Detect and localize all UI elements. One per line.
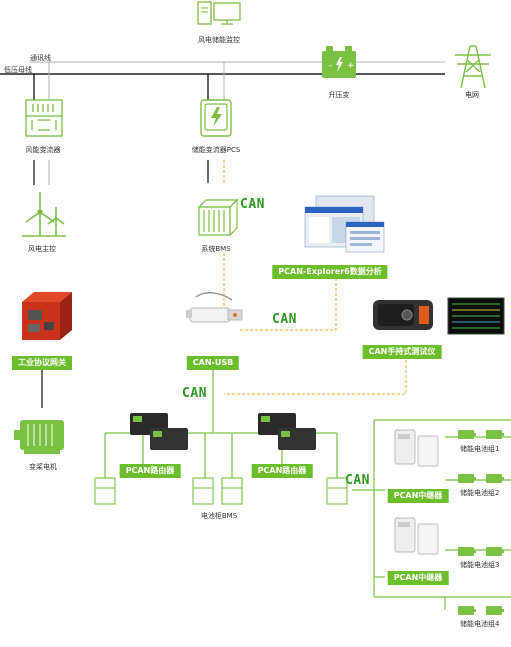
can-tag-bus: CAN bbox=[182, 386, 207, 401]
wind-monitor-label: 风电储能监控 bbox=[198, 36, 240, 44]
grid-label: 电网 bbox=[465, 91, 479, 99]
svg-text:-: - bbox=[329, 61, 332, 71]
battery-group-3-label: 储能电池组3 bbox=[460, 561, 500, 569]
pcs-icon bbox=[200, 62, 232, 137]
explorer-badge: PCAN-Explorer6数据分析 bbox=[272, 265, 388, 279]
lv-bus-label: 低压母线 bbox=[4, 66, 32, 74]
repeater-1-badge: PCAN中继器 bbox=[387, 489, 449, 503]
grid-tower-icon bbox=[455, 45, 491, 89]
comm-line-label: 通讯线 bbox=[30, 54, 51, 62]
repeater-icon bbox=[394, 429, 439, 555]
bms-box-icon bbox=[94, 477, 348, 505]
router-icon bbox=[130, 413, 316, 450]
gateway-badge: 工业协议网关 bbox=[12, 356, 72, 370]
can-tag-usb: CAN bbox=[272, 312, 297, 327]
wind-converter-icon bbox=[25, 62, 63, 137]
handheld-badge: CAN手持式测试仪 bbox=[362, 345, 442, 359]
motor-label: 变桨电机 bbox=[29, 463, 57, 471]
handheld-tester-icon bbox=[373, 297, 505, 335]
battery-icon bbox=[458, 430, 504, 615]
battery-group-4-label: 储能电池组4 bbox=[460, 620, 500, 628]
wind-converter-label: 风能变流器 bbox=[25, 146, 61, 154]
can-usb-badge: CAN-USB bbox=[186, 356, 240, 370]
monitor-icon bbox=[197, 1, 241, 25]
can-usb-icon bbox=[186, 292, 243, 323]
wind-master-label: 风电主控 bbox=[28, 245, 56, 253]
explorer-software-icon bbox=[304, 195, 385, 253]
motor-icon bbox=[14, 420, 64, 454]
boost-transformer-icon: - + bbox=[322, 46, 356, 78]
can-tag-bms: CAN bbox=[240, 197, 265, 212]
system-bms-icon bbox=[197, 198, 239, 237]
wind-turbine-icon bbox=[22, 192, 66, 237]
battery-group-2-label: 储能电池组2 bbox=[460, 489, 500, 497]
system-bms-label: 系统BMS bbox=[201, 245, 231, 253]
can-tag-repeater: CAN bbox=[345, 473, 370, 488]
gateway-device-icon bbox=[22, 292, 72, 340]
boost-transformer-label: 升压变 bbox=[328, 91, 350, 99]
cabinet-bms-label: 电池柜BMS bbox=[200, 512, 238, 520]
svg-text:+: + bbox=[347, 61, 355, 71]
repeater-2-badge: PCAN中继器 bbox=[387, 571, 449, 585]
battery-group-1-label: 储能电池组1 bbox=[460, 445, 500, 453]
pcs-label: 储能变流器PCS bbox=[191, 146, 241, 154]
router-1-badge: PCAN路由器 bbox=[119, 464, 181, 478]
router-2-badge: PCAN路由器 bbox=[251, 464, 313, 478]
